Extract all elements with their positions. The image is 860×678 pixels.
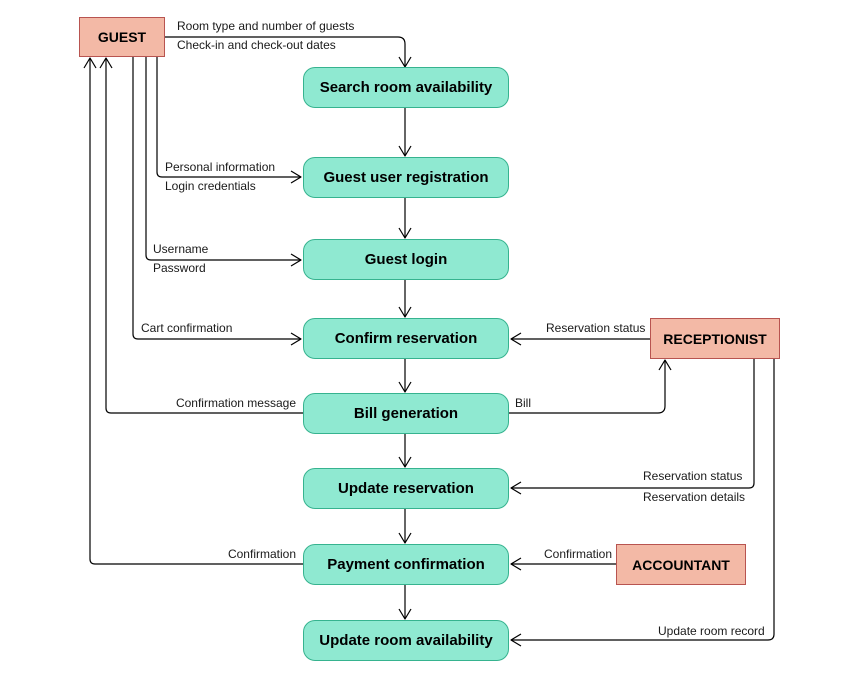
edge-bill-to-receptionist bbox=[509, 360, 666, 414]
process-login[interactable]: Guest login bbox=[303, 239, 509, 280]
process-bill-generation[interactable]: Bill generation bbox=[303, 393, 509, 434]
arrowhead bbox=[290, 170, 302, 184]
process-registration[interactable]: Guest user registration bbox=[303, 157, 509, 198]
flow-label-personal-info: Personal information bbox=[165, 160, 276, 174]
arrowhead bbox=[398, 381, 412, 393]
flow-label-username: Username bbox=[153, 242, 209, 256]
arrowhead bbox=[398, 532, 412, 544]
entity-accountant[interactable]: ACCOUNTANT bbox=[616, 544, 746, 585]
flow-label-confirmation-to-guest: Confirmation bbox=[227, 547, 296, 561]
edge-guest-to-login bbox=[145, 57, 301, 261]
arrowhead bbox=[99, 57, 113, 69]
arrowhead bbox=[290, 253, 302, 267]
arrowhead bbox=[510, 557, 522, 571]
arrowhead bbox=[290, 332, 302, 346]
flow-label-password: Password bbox=[153, 261, 206, 275]
edge-guest-to-confirm bbox=[132, 57, 301, 340]
edge-guest-to-registration bbox=[156, 57, 301, 178]
edge-guest-to-search bbox=[165, 36, 406, 66]
flow-label-cart-confirmation: Cart confirmation bbox=[141, 321, 233, 335]
flow-label-bill: Bill bbox=[515, 396, 532, 410]
flow-label-dates: Check-in and check-out dates bbox=[177, 38, 336, 52]
arrowhead bbox=[510, 332, 522, 346]
flow-label-confirmation-from-accountant: Confirmation bbox=[544, 547, 613, 561]
arrowhead bbox=[398, 145, 412, 157]
arrowhead bbox=[510, 633, 522, 647]
flow-label-login-credentials: Login credentials bbox=[165, 179, 256, 193]
edge-bill-to-guest bbox=[105, 58, 303, 414]
edge-receptionist-to-update-reservation bbox=[511, 359, 755, 489]
flow-label-reservation-details: Reservation details bbox=[643, 490, 746, 504]
edges bbox=[83, 36, 775, 647]
arrowhead bbox=[398, 608, 412, 620]
process-payment-confirmation[interactable]: Payment confirmation bbox=[303, 544, 509, 585]
edge-payment-to-guest bbox=[89, 58, 303, 565]
arrowhead bbox=[658, 359, 672, 371]
edge-receptionist-to-update-room bbox=[511, 359, 775, 641]
process-search-room[interactable]: Search room availability bbox=[303, 67, 509, 108]
process-update-reservation[interactable]: Update reservation bbox=[303, 468, 509, 509]
flow-label-reservation-status-in: Reservation status bbox=[546, 321, 646, 335]
process-confirm-reservation[interactable]: Confirm reservation bbox=[303, 318, 509, 359]
process-update-room[interactable]: Update room availability bbox=[303, 620, 509, 661]
flow-label-reservation-status-update: Reservation status bbox=[643, 469, 743, 483]
arrowhead bbox=[398, 456, 412, 468]
entity-guest[interactable]: GUEST bbox=[79, 17, 165, 57]
flow-label-confirmation-message: Confirmation message bbox=[175, 396, 296, 410]
arrowhead bbox=[510, 481, 522, 495]
entity-receptionist[interactable]: RECEPTIONIST bbox=[650, 318, 780, 359]
arrowhead bbox=[398, 227, 412, 239]
arrowhead bbox=[398, 306, 412, 318]
flow-label-room-type: Room type and number of guests bbox=[177, 19, 355, 33]
arrowhead bbox=[83, 57, 97, 69]
flow-label-update-room-record: Update room record bbox=[658, 624, 765, 638]
